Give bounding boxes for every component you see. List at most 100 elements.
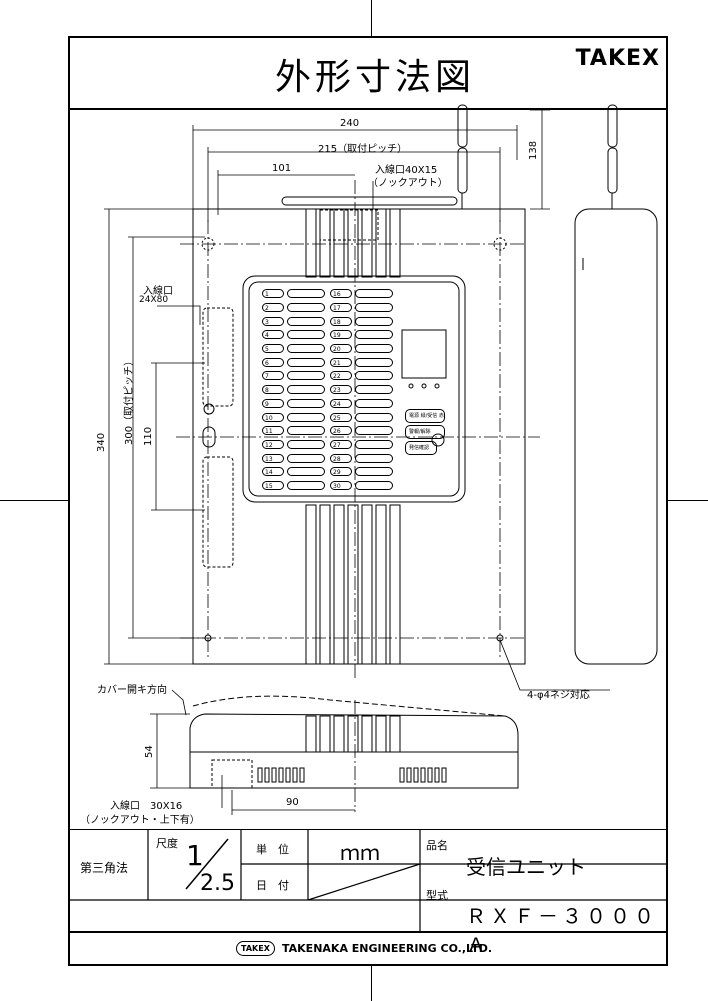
product-name: 受信ユニット: [466, 855, 586, 879]
channel-label-pill: 20: [330, 344, 352, 354]
scale-denominator: 2.5: [200, 871, 235, 896]
bottom-channels: [305, 504, 401, 665]
reg-mark-top: [371, 0, 372, 36]
channel-indicator: 26: [330, 424, 393, 438]
channel-indicator: 20: [330, 342, 393, 356]
channel-indicator: 11: [262, 424, 325, 438]
bottom-view-base: [189, 751, 519, 789]
channel-label-pill: 18: [330, 316, 352, 326]
title-bar: 外形寸法図 TAKEX: [70, 38, 666, 110]
channel-indicator: 1: [262, 287, 325, 301]
channel-label-pill: 1: [262, 289, 284, 299]
channel-label-pill: 6: [262, 357, 284, 367]
bottom-view-cover: [189, 713, 519, 753]
channel-name-slot: [355, 439, 393, 449]
channel-name-slot: [287, 439, 325, 449]
dim-90: 90: [286, 797, 299, 808]
channel-label-pill: 10: [262, 412, 284, 422]
channel-name-slot: [287, 453, 325, 463]
channel-label-pill: 16: [330, 289, 352, 299]
panel-side-buttons: 電源 緑/受信 赤 警報/解除 発信確認: [405, 409, 445, 455]
channel-name-slot: [355, 344, 393, 354]
channel-indicator: 22: [330, 369, 393, 383]
channel-name-slot: [355, 398, 393, 408]
channel-name-slot: [355, 289, 393, 299]
channel-name-slot: [355, 412, 393, 422]
channel-label-pill: 28: [330, 453, 352, 463]
note-knockout-bottom: （ノックアウト・上下有）: [80, 815, 200, 826]
dim-215: 215（取付ピッチ）: [318, 144, 408, 155]
channel-indicator: 4: [262, 328, 325, 342]
unit-label: 単 位: [256, 843, 289, 856]
product-name-label: 品名: [426, 839, 448, 852]
cover-channels: [305, 715, 401, 753]
channel-indicator: 27: [330, 438, 393, 452]
power-indicator: 電源 緑/受信 赤: [405, 409, 445, 423]
title-block-grid: [68, 829, 668, 933]
channel-name-slot: [287, 316, 325, 326]
dim-240: 240: [340, 118, 360, 129]
channel-indicator: 2: [262, 301, 325, 315]
reg-mark-bottom: [371, 966, 372, 1001]
channel-label-pill: 21: [330, 357, 352, 367]
channel-indicator: 10: [262, 410, 325, 424]
channel-indicator: 24: [330, 397, 393, 411]
note-cover-direction: カバー開キ方向: [97, 685, 167, 696]
channel-name-slot: [287, 330, 325, 340]
channel-name-slot: [355, 371, 393, 381]
company-logo: TAKEX: [236, 941, 275, 956]
channel-name-slot: [355, 303, 393, 313]
date-label: 日 付: [256, 879, 289, 892]
antenna-bar: [281, 196, 458, 206]
channel-indicator: 30: [330, 479, 393, 493]
channel-label-pill: 8: [262, 385, 284, 395]
channel-label-pill: 7: [262, 371, 284, 381]
note-screw: 4-φ4ネジ対応: [527, 690, 590, 701]
drawing-title: 外形寸法図: [275, 57, 476, 98]
channel-name-slot: [287, 412, 325, 422]
channel-name-slot: [355, 467, 393, 477]
dim-54: 54: [144, 745, 155, 758]
channel-label-pill: 15: [262, 480, 284, 490]
channel-indicator: 15: [262, 479, 325, 493]
note-knockout-top: （ノックアウト）: [368, 178, 448, 189]
channel-indicator: 28: [330, 451, 393, 465]
channel-name-slot: [355, 316, 393, 326]
channel-label-pill: 19: [330, 330, 352, 340]
channel-label-pill: 26: [330, 426, 352, 436]
reg-mark-left: [0, 500, 68, 501]
dim-138: 138: [528, 140, 539, 160]
channel-label-pill: 3: [262, 316, 284, 326]
dim-110: 110: [143, 426, 154, 446]
channel-name-slot: [287, 357, 325, 367]
channel-name-slot: [287, 371, 325, 381]
channel-name-slot: [287, 480, 325, 490]
unit-value: ｍｍ: [340, 841, 380, 865]
channel-label-pill: 13: [262, 453, 284, 463]
unit-base-plate: [192, 208, 526, 665]
dim-340: 340: [96, 432, 107, 452]
drawing-frame: 外形寸法図 TAKEX: [68, 36, 668, 966]
bottom-vents: [257, 767, 447, 783]
dim-101: 101: [272, 163, 292, 174]
note-inlet-left-size: 24X80: [139, 295, 169, 305]
channel-name-slot: [287, 426, 325, 436]
model-number: ＲＸＦ－３０００Ａ: [466, 904, 658, 957]
channel-name-slot: [287, 303, 325, 313]
channel-name-slot: [355, 453, 393, 463]
alarm-reset-button: 警報/解除: [405, 425, 445, 439]
channel-indicator: 25: [330, 410, 393, 424]
channel-name-slot: [287, 289, 325, 299]
channel-indicator: 8: [262, 383, 325, 397]
channel-indicator: 7: [262, 369, 325, 383]
channel-label-pill: 29: [330, 467, 352, 477]
note-inlet-left: 入線口: [143, 286, 173, 297]
channel-name-slot: [355, 357, 393, 367]
channel-label-pill: 9: [262, 398, 284, 408]
channel-label-pill: 23: [330, 385, 352, 395]
channel-indicator: 29: [330, 465, 393, 479]
channel-label-pill: 14: [262, 467, 284, 477]
